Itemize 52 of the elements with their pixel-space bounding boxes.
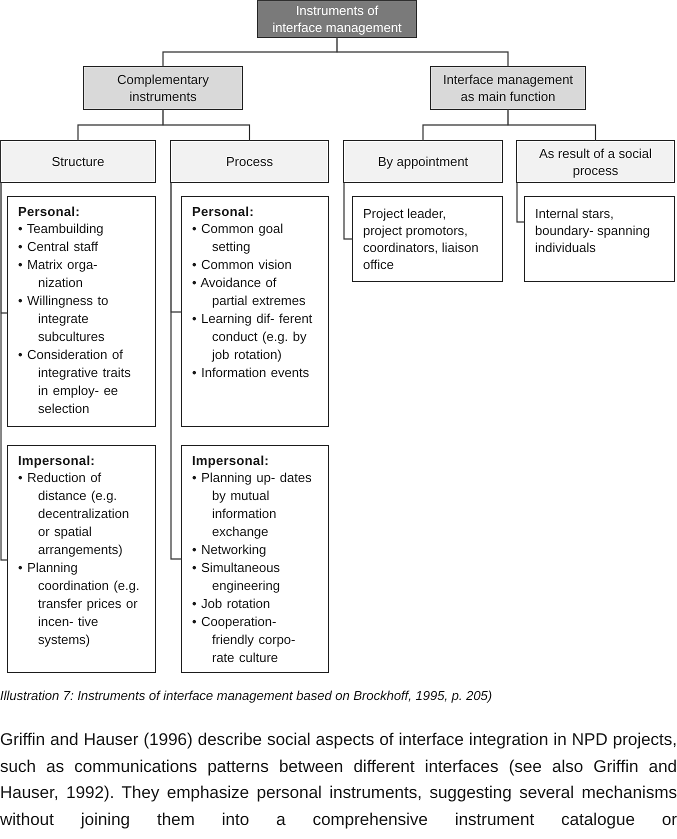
bullet-item: • Consideration of integrative traits in employ- ee selection (18, 346, 132, 418)
node-text: Structure (52, 153, 104, 170)
bullet-item: • Common goal setting (192, 220, 284, 256)
bullet-item: • Willingness to integrate subcultures (18, 292, 110, 346)
node-text: By appointment (378, 153, 468, 170)
category-box (0, 140, 156, 183)
list-box (181, 196, 329, 427)
list-heading: Impersonal: (18, 452, 96, 469)
figure-caption: Illustration 7: Instruments of interface management based on Brockhoff, 1995, p. 205) (0, 688, 494, 703)
list-box (7, 445, 156, 673)
bullet-item: • Learning dif- ferent conduct (e.g. by job rotation) (192, 310, 314, 364)
body-paragraph: Griffin and Hauser (1996) describe social aspects of interface integration in NPD projects, such as communications patterns between different interfaces (see also Griffin and Hauser, 1992). They emphasize personal instruments, suggesting several mechanisms without joining them into a comprehensive instrument catalogue or (0, 729, 677, 830)
connector-line (336, 38, 509, 66)
list-heading: Personal: (192, 203, 255, 220)
bullet-item: • Central staff (18, 238, 100, 256)
category-box (430, 66, 586, 110)
category-box (516, 140, 675, 183)
category-box (170, 140, 329, 183)
list-box (181, 445, 329, 673)
connector-line (516, 183, 524, 223)
bullet-item: • Planning up- dates by mutual information exchange (192, 469, 313, 541)
node-text: Internal stars, boundary- spanning individuals (535, 205, 651, 256)
node-text: Complementary instruments (116, 71, 210, 105)
bullet-item: • Avoidance of partial extremes (192, 274, 306, 310)
bullet-item: • Reduction of distance (e.g. decentralization or spatial arrangements) (18, 469, 130, 559)
category-box (257, 0, 417, 38)
node-text: Instruments of interface management (271, 2, 403, 36)
node-text: As result of a social process (538, 144, 653, 178)
category-box (343, 140, 503, 183)
node-text: Project leader, project promotors, coordinators, liaison office (363, 205, 480, 273)
connector-line (162, 110, 250, 140)
node-text: Process (226, 153, 273, 170)
category-box (524, 196, 675, 282)
bullet-item: • Simultaneous engineering (192, 559, 281, 595)
connector-line (507, 110, 596, 140)
connector-line (170, 183, 181, 560)
bullet-item: • Cooperation- friendly corpo- rate culture (192, 613, 296, 667)
connector-line (0, 183, 7, 561)
bullet-item: • Information events (192, 364, 310, 382)
bullet-item: • Teambuilding (18, 220, 105, 238)
list-box (7, 196, 156, 427)
connector-line (343, 183, 352, 240)
bullet-item: • Networking (192, 541, 268, 559)
bullet-item: • Planning coordination (e.g. transfer prices or incen- tive systems) (18, 559, 140, 649)
bullet-item: • Job rotation (192, 595, 272, 613)
bullet-item: • Matrix orga- nization (18, 256, 99, 292)
bullet-item: • Common vision (192, 256, 293, 274)
node-text: Interface management as main function (442, 71, 574, 105)
category-box (352, 196, 503, 282)
category-box (83, 66, 243, 110)
list-heading: Personal: (18, 203, 81, 220)
list-heading: Impersonal: (192, 452, 270, 469)
